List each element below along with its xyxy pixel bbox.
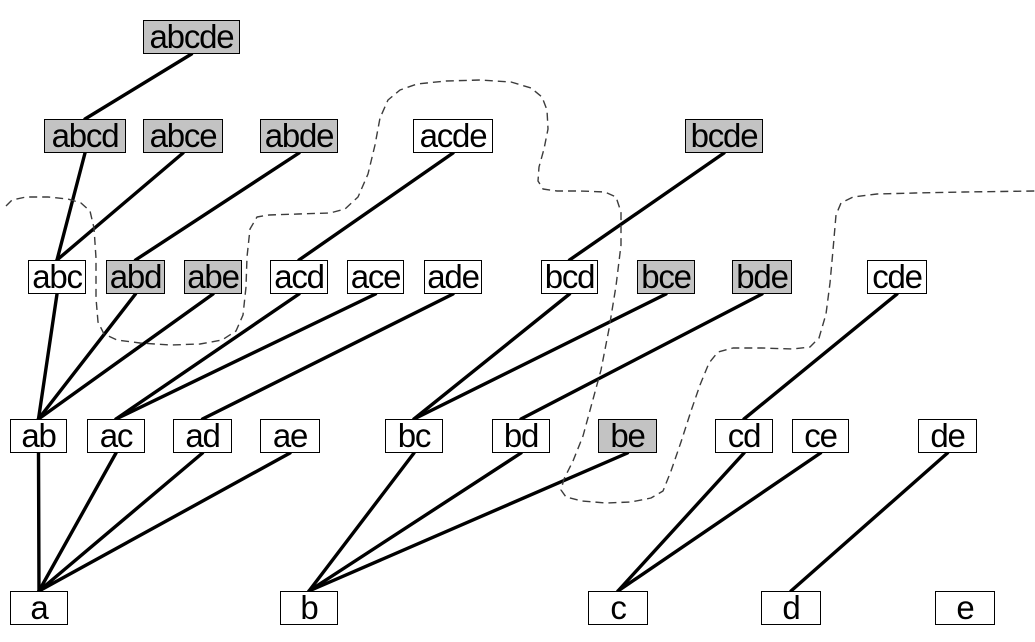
node-b: b xyxy=(280,591,338,625)
node-d: d xyxy=(761,591,821,625)
node-e: e xyxy=(935,591,995,625)
edge-bcd-bcde xyxy=(567,151,726,262)
node-cd: cd xyxy=(715,419,773,453)
node-ae: ae xyxy=(260,419,320,453)
node-abce: abce xyxy=(143,119,223,153)
node-c: c xyxy=(588,591,648,625)
edge-ab-abd xyxy=(36,292,138,421)
node-a: a xyxy=(10,591,68,625)
edge-abc-abce xyxy=(55,151,185,262)
node-bcde: bcde xyxy=(685,119,763,153)
node-abcd: abcd xyxy=(44,119,126,153)
node-bde: bde xyxy=(732,260,792,294)
node-abe: abe xyxy=(184,260,242,294)
edge-ab-abc xyxy=(36,292,59,421)
node-bcd: bcd xyxy=(541,260,598,294)
edge-bd-bde xyxy=(519,292,764,421)
edge-ab-abe xyxy=(36,292,215,421)
node-acd: acd xyxy=(270,260,328,294)
node-acde: acde xyxy=(413,119,493,153)
node-cde: cde xyxy=(867,260,927,294)
edge-a-ac xyxy=(37,451,118,593)
frequent-infrequent-border-dashed-curve xyxy=(5,79,1035,504)
edge-b-be xyxy=(307,451,630,593)
edge-abc-abcd xyxy=(55,151,87,262)
node-ce: ce xyxy=(792,419,849,453)
edge-acd-acde xyxy=(297,151,455,262)
edge-a-ad xyxy=(37,451,205,593)
edge-abd-abde xyxy=(133,151,301,262)
edge-b-bd xyxy=(307,451,523,593)
edge-a-ab xyxy=(36,451,41,593)
edge-c-ce xyxy=(616,451,823,593)
edge-ad-ade xyxy=(200,292,455,421)
node-ace: ace xyxy=(347,260,404,294)
node-bd: bd xyxy=(492,419,550,453)
node-be: be xyxy=(598,419,657,453)
edge-ac-acd xyxy=(114,292,301,421)
edge-abcd-abcde xyxy=(83,52,194,121)
node-ad: ad xyxy=(173,419,232,453)
edge-bc-bce xyxy=(412,292,668,421)
edge-bc-bcd xyxy=(412,292,572,421)
node-abde: abde xyxy=(260,119,338,153)
node-de: de xyxy=(918,419,977,453)
node-ac: ac xyxy=(87,419,145,453)
node-ade: ade xyxy=(424,260,482,294)
edge-cd-cde xyxy=(742,292,899,421)
node-ab: ab xyxy=(10,419,67,453)
edge-ac-ace xyxy=(114,292,378,421)
node-abd: abd xyxy=(106,260,165,294)
node-bc: bc xyxy=(385,419,443,453)
node-abcde: abcde xyxy=(143,20,240,54)
edge-b-bc xyxy=(307,451,416,593)
edge-a-ae xyxy=(37,451,292,593)
edge-c-cd xyxy=(616,451,746,593)
node-bce: bce xyxy=(637,260,695,294)
node-abc: abc xyxy=(28,260,86,294)
edge-d-de xyxy=(789,451,950,593)
